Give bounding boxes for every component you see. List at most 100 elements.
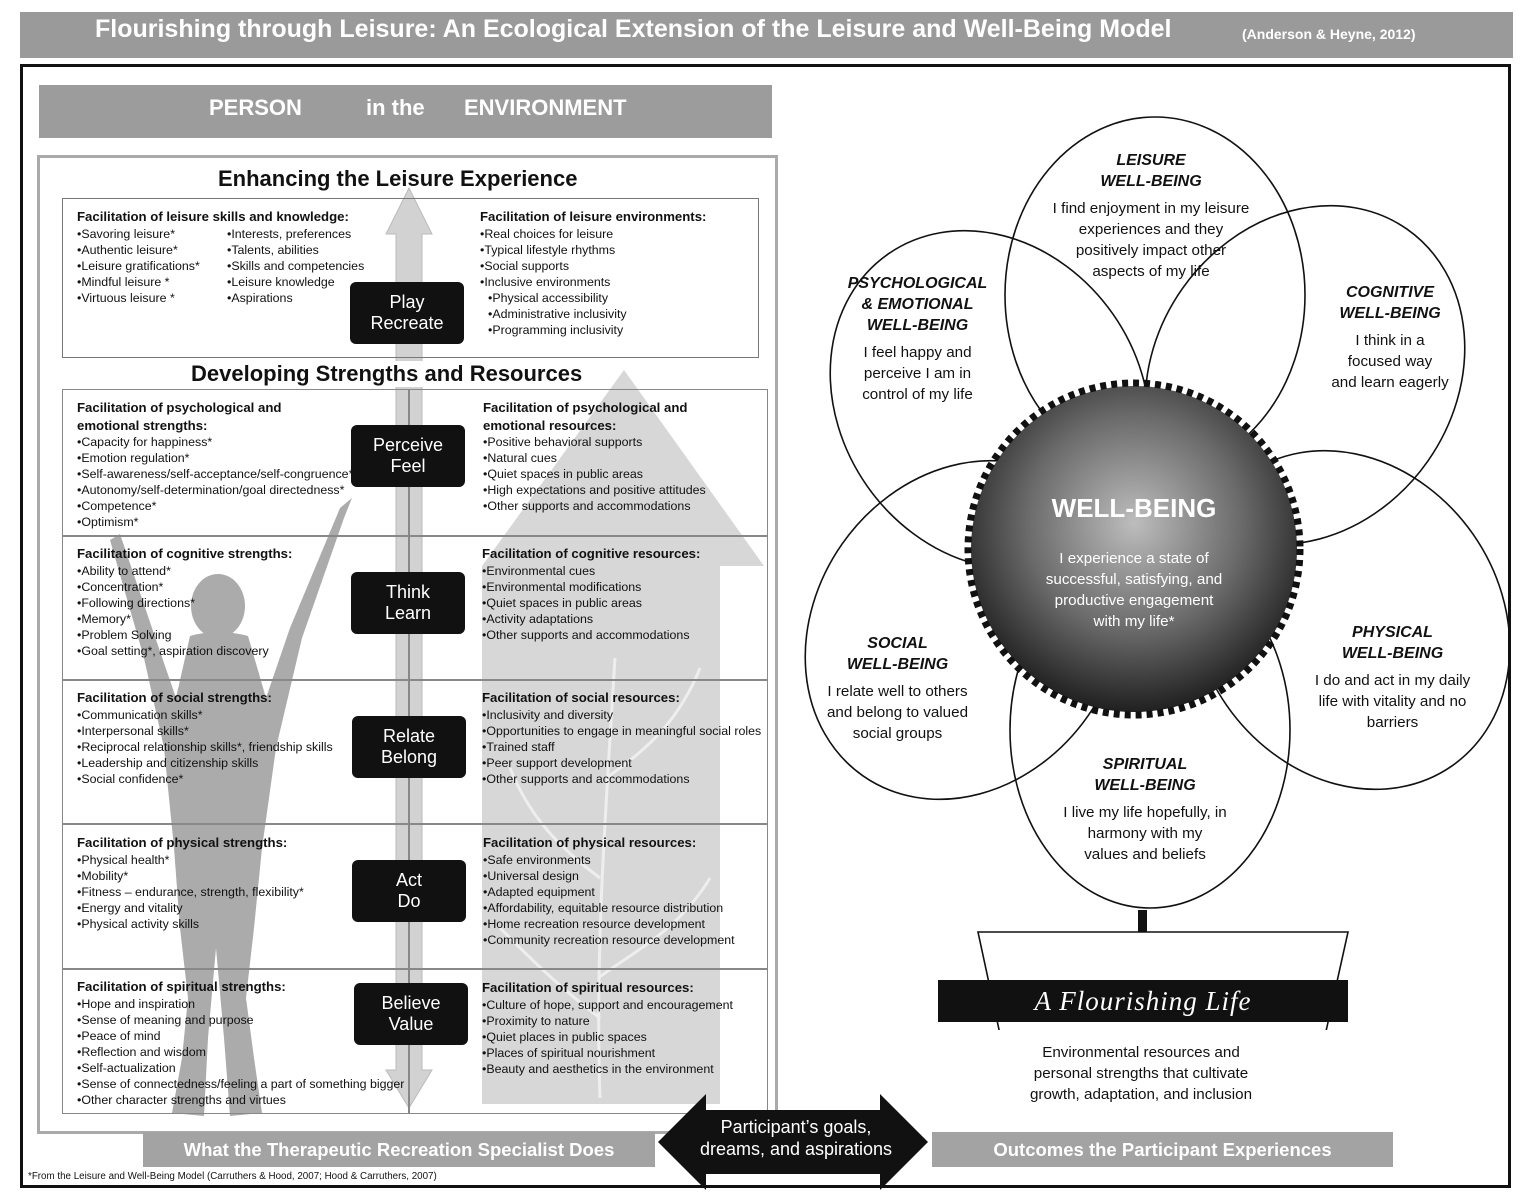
banner-environment: ENVIRONMENT (464, 95, 627, 120)
petal-text: barriers (1366, 714, 1419, 731)
petal-text: I feel happy and (863, 344, 972, 361)
list-item: Communication skills* (77, 707, 407, 723)
list-item: Interests, preferences (227, 226, 364, 242)
diagram-frame (20, 64, 1511, 1188)
center-line: productive engagement (1054, 592, 1214, 609)
list-item: Aspirations (227, 290, 364, 306)
page-title: Flourishing through Leisure: An Ecologic… (95, 15, 1172, 43)
list-item: Real choices for leisure (480, 226, 750, 242)
list-item: Fitness – endurance, strength, flexibili… (77, 884, 407, 900)
goals-double-arrow (658, 1094, 928, 1190)
badge-line: Belong (380, 747, 438, 767)
badge-act-do: Act Do (352, 860, 466, 922)
petal-text: harmony with my (1087, 825, 1203, 842)
social-resources-heading: Facilitation of social resources: (482, 690, 680, 705)
petal-title: SPIRITUAL (1102, 756, 1188, 773)
petal-title: COGNITIVE (1345, 284, 1434, 301)
spiritual-strengths-heading: Facilitation of spiritual strengths: (77, 979, 286, 994)
spiritual-resources-cell: Facilitation of spiritual resources: Cul… (482, 979, 762, 1077)
list-item: Memory* (77, 611, 407, 627)
well-being-text: I experience a state of successful, sati… (1030, 548, 1238, 632)
social-strengths-list: Communication skills* Interpersonal skil… (77, 707, 407, 787)
pot-line: personal strengths that cultivate (1033, 1065, 1249, 1082)
list-item: Administrative inclusivity (480, 306, 750, 322)
social-resources-list: Inclusivity and diversity Opportunities … (482, 707, 764, 787)
social-resources-cell: Facilitation of social resources: Inclus… (482, 689, 764, 787)
cognitive-wb-label: COGNITIVE WELL-BEING I think in a focuse… (1310, 282, 1470, 393)
badge-line: Do (397, 891, 421, 911)
list-item: Beauty and aesthetics in the environment (482, 1061, 762, 1077)
developing-heading: Developing Strengths and Resources (187, 361, 587, 387)
badge-line: Feel (390, 456, 426, 476)
list-item: Other supports and accommodations (482, 627, 762, 643)
list-item: Quiet spaces in public areas (482, 595, 762, 611)
list-item: Sense of connectedness/feeling a part of… (77, 1076, 407, 1092)
list-item: Talents, abilities (227, 242, 364, 258)
list-item: Opportunities to engage in meaningful so… (482, 723, 764, 739)
physical-resources-heading: Facilitation of physical resources: (483, 835, 697, 850)
badge-line: Play (389, 292, 425, 312)
psych-resources-cell: Facilitation of psychological and emotio… (483, 399, 763, 514)
petal-text: focused way (1347, 353, 1433, 370)
list-item: Peace of mind (77, 1028, 407, 1044)
pot-text: Environmental resources and personal str… (1000, 1042, 1282, 1105)
list-item: Energy and vitality (77, 900, 407, 916)
list-item: High expectations and positive attitudes (483, 482, 763, 498)
petal-title: SOCIAL (867, 635, 928, 652)
spiritual-resources-heading: Facilitation of spiritual resources: (482, 980, 694, 995)
petal-text: I do and act in my daily (1314, 672, 1471, 689)
cognitive-strengths-cell: Facilitation of cognitive strengths: Abi… (77, 545, 407, 659)
badge-play-recreate: Play Recreate (350, 282, 464, 344)
pot-line: growth, adaptation, and inclusion (1029, 1086, 1253, 1103)
enhancing-box (62, 198, 759, 358)
list-item: Self-awareness/self-acceptance/self-cong… (77, 466, 407, 482)
physical-resources-list: Safe environments Universal design Adapt… (483, 852, 763, 949)
list-item: Culture of hope, support and encourageme… (482, 997, 762, 1013)
row-box-spiritual (62, 968, 768, 1114)
banner-in-the: in the (366, 95, 425, 120)
petal-text: and belong to valued (826, 704, 969, 721)
petal-text: perceive I am in (863, 365, 972, 382)
list-item: Trained staff (482, 739, 764, 755)
goals-line: dreams, and aspirations (699, 1139, 893, 1159)
well-being-center (971, 386, 1297, 712)
list-item: Other character strengths and virtues (77, 1092, 407, 1108)
social-strengths-cell: Facilitation of social strengths: Commun… (77, 689, 407, 787)
psych-strengths-list: Capacity for happiness* Emotion regulati… (77, 434, 407, 531)
list-item: Ability to attend* (77, 563, 407, 579)
petal-title: PSYCHOLOGICAL (847, 275, 988, 292)
list-item: Autonomy/self-determination/goal directe… (77, 482, 407, 498)
list-item: Concentration* (77, 579, 407, 595)
leisure-skills-cell: Facilitation of leisure skills and knowl… (77, 208, 407, 306)
center-line: I experience a state of (1059, 550, 1209, 567)
psych-strengths-heading-1: Facilitation of psychological and (77, 400, 282, 415)
list-item: Other supports and accommodations (483, 498, 763, 514)
center-line: with my life* (1093, 613, 1175, 630)
list-item: Physical accessibility (480, 290, 750, 306)
list-item: Problem Solving (77, 627, 407, 643)
list-item: Hope and inspiration (77, 996, 407, 1012)
list-item: Environmental modifications (482, 579, 762, 595)
petal-text: I think in a (1355, 332, 1425, 349)
list-item: Social confidence* (77, 771, 407, 787)
badge-line: Recreate (370, 313, 444, 333)
list-item: Physical activity skills (77, 916, 407, 932)
petal-title: WELL-BEING (1341, 645, 1444, 662)
enhancing-heading: Enhancing the Leisure Experience (218, 166, 578, 191)
physical-wb-label: PHYSICAL WELL-BEING I do and act in my d… (1300, 622, 1485, 733)
list-item: Reflection and wisdom (77, 1044, 407, 1060)
social-wb-label: SOCIAL WELL-BEING I relate well to other… (815, 633, 980, 744)
badge-relate-belong: Relate Belong (352, 716, 466, 778)
list-item: Social supports (480, 258, 750, 274)
badge-line: Think (385, 582, 430, 602)
list-item: Skills and competencies (227, 258, 364, 274)
list-item: Savoring leisure* (77, 226, 227, 242)
list-item: Community recreation resource developmen… (483, 932, 763, 948)
list-item: Emotion regulation* (77, 450, 407, 466)
spiritual-strengths-list: Hope and inspiration Sense of meaning an… (77, 996, 407, 1109)
list-item: Activity adaptations (482, 611, 762, 627)
list-item: Capacity for happiness* (77, 434, 407, 450)
petal-title: WELL-BEING (1100, 173, 1202, 190)
petal-text: social groups (852, 725, 943, 742)
pot-line: Environmental resources and (1042, 1044, 1240, 1061)
